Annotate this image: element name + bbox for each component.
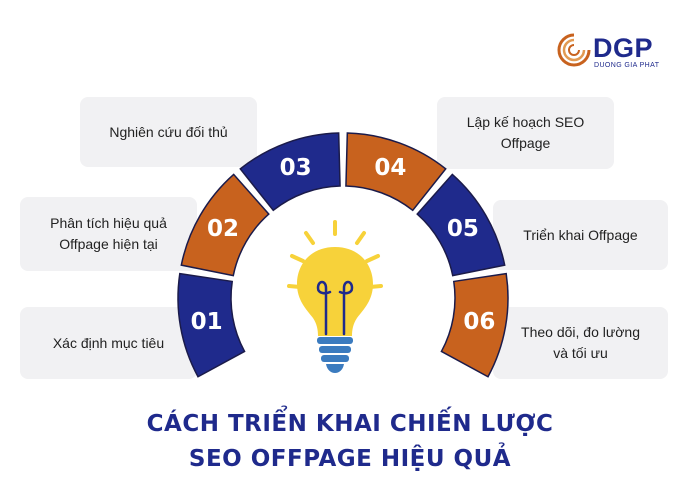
step-segment-04 [345,132,447,212]
step-label: Triển khai Offpage [523,226,638,243]
step-segment-03 [239,132,341,212]
step-label: Phân tích hiệu quả Offpage hiện tại [50,215,167,252]
step-label: Theo dõi, đo lường và tối ưu [521,324,640,361]
step-number-04: 04 [374,155,406,181]
step-label: Nghiên cứu đối thủ [109,123,228,140]
step-number-01: 01 [191,309,223,335]
step-card-03: Nghiên cứu đối thủ [80,97,257,167]
step-number-03: 03 [280,155,312,181]
step-number-06: 06 [463,309,495,335]
step-number-02: 02 [207,216,239,242]
page-title-line2: SEO OFFPAGE HIỆU QUẢ [188,446,512,472]
step-card-02: Phân tích hiệu quả Offpage hiện tại [20,197,197,271]
logo-tagline: DUONG GIA PHAT [594,62,660,69]
step-segment-05 [416,173,506,277]
logo-brand-name: DGP [593,33,654,63]
brand-logo: DGP DUONG GIA PHAT [557,33,677,71]
logo-swirl-icon [557,33,591,67]
step-number-05: 05 [447,216,479,242]
step-label: Xác định mục tiêu [52,334,165,351]
page-title-line1: CÁCH TRIỂN KHAI CHIẾN LƯỢC [146,411,554,437]
lightbulb-icon [287,220,383,373]
step-segment-02 [180,173,270,277]
step-card-06: Theo dõi, đo lường và tối ưu [493,307,668,379]
step-card-04: Lập kế hoạch SEO Offpage [437,97,614,169]
step-segment-01 [177,272,246,378]
step-card-05: Triển khai Offpage [493,200,668,270]
step-label: Lập kế hoạch SEO Offpage [466,114,585,151]
step-card-01: Xác định mục tiêu [20,307,197,379]
step-segment-06 [440,272,509,378]
